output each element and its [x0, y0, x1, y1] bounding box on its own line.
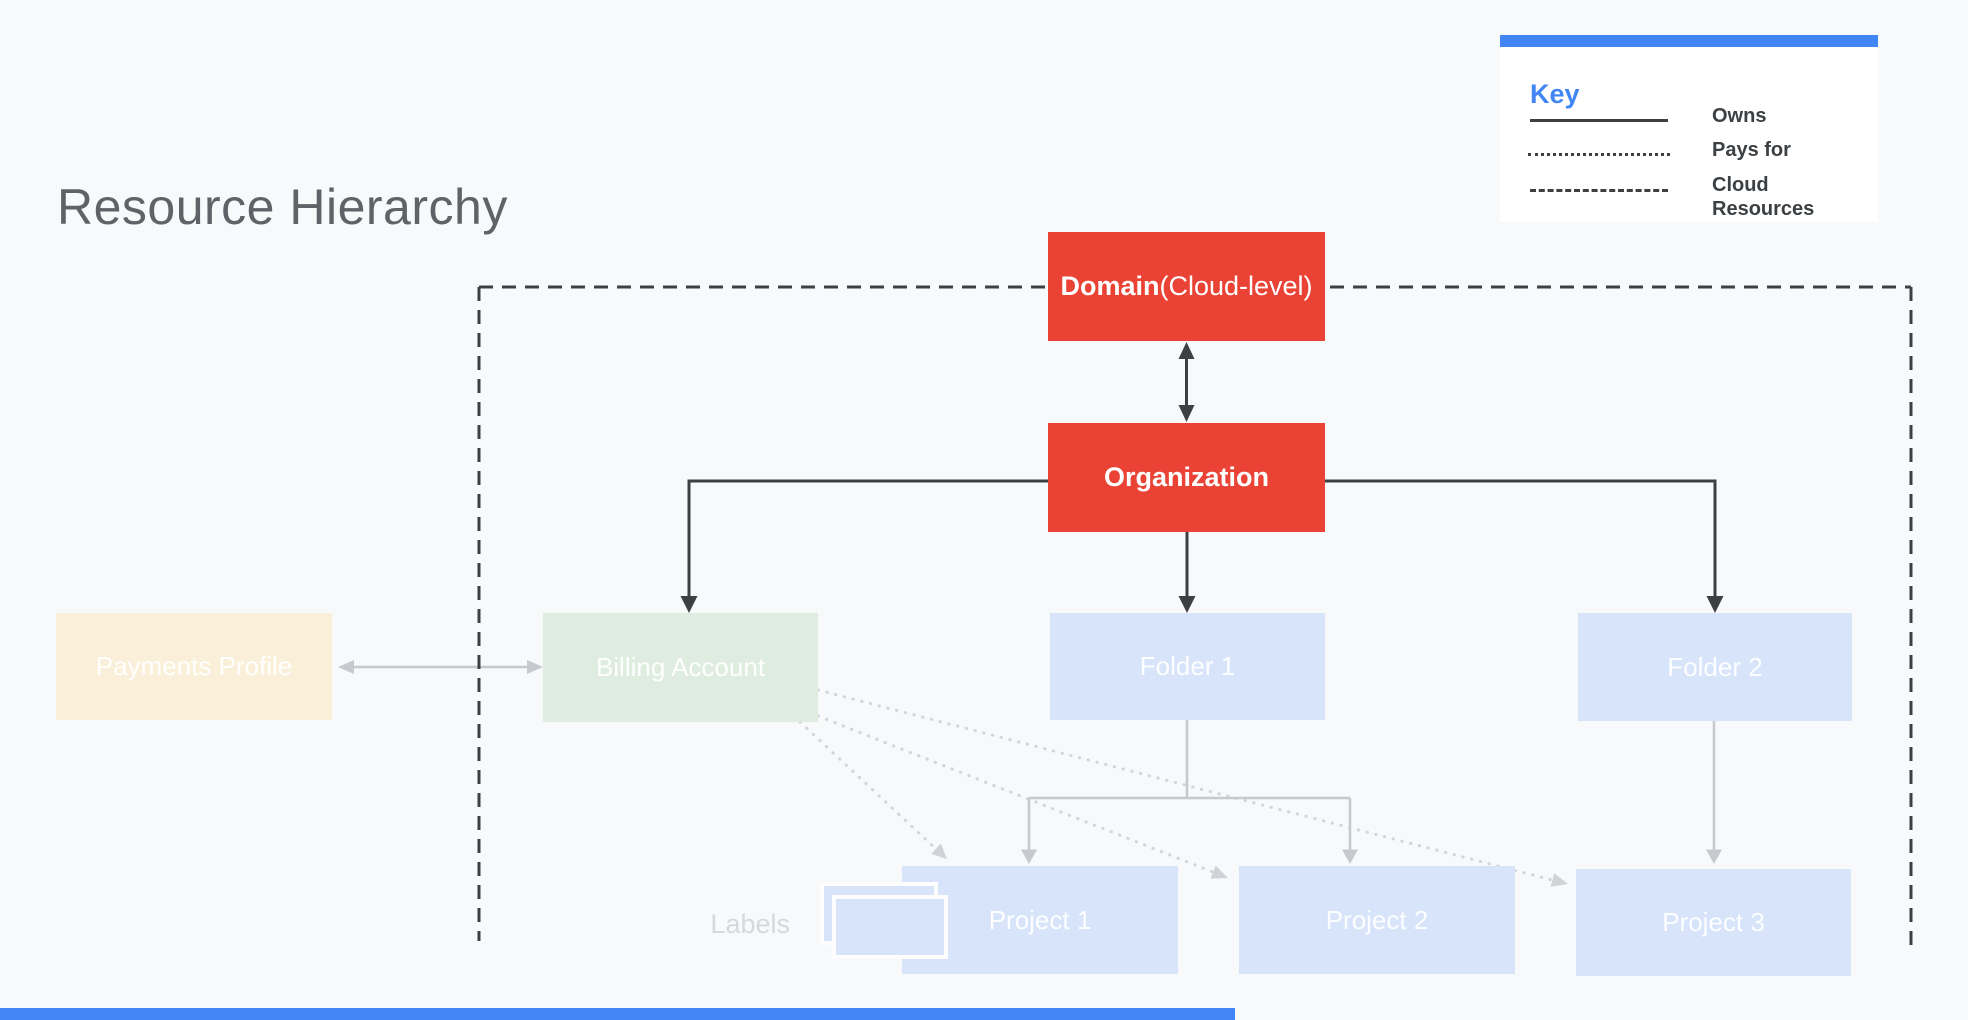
billing-account-label: Billing Account	[595, 652, 766, 682]
node-domain: Domain (Cloud-level)	[1048, 232, 1325, 341]
domain-label-suffix: (Cloud-level)	[1159, 271, 1313, 301]
node-folder-2: Folder 2	[1578, 613, 1852, 721]
solid-line-sample	[1530, 119, 1668, 122]
gray-arrowheads	[338, 660, 1722, 864]
dark-arrowheads	[680, 342, 1724, 613]
project-3-label: Project 3	[1662, 907, 1765, 937]
node-payments-profile: Payments Profile	[56, 613, 332, 720]
node-project-3: Project 3	[1576, 869, 1851, 976]
bottom-accent-bar	[0, 1008, 1235, 1020]
label-card-front	[832, 895, 948, 959]
project-1-label: Project 1	[988, 904, 1092, 935]
project-2-label: Project 2	[1325, 904, 1429, 935]
organization-label: Organization	[1103, 462, 1269, 492]
node-billing-account: Billing Account	[543, 613, 818, 722]
gray-owns-lines	[352, 665, 1716, 851]
key-accent-bar	[1500, 35, 1878, 47]
labels-caption: Labels	[710, 909, 790, 939]
key-legend: Key Owns Pays for Cloud Resources	[1500, 35, 1878, 222]
labels-stack-icon	[820, 882, 955, 964]
dashed-line-sample	[1530, 189, 1668, 192]
key-title: Key	[1530, 79, 1580, 109]
node-project-1: Project 1	[902, 866, 1178, 974]
pays-for-dotted-lines	[798, 688, 1554, 882]
key-label-cloud-resources: Cloud Resources	[1712, 174, 1815, 220]
node-folder-1: Folder 1	[1050, 613, 1325, 720]
page-title: Resource Hierarchy	[57, 179, 508, 235]
domain-label-bold: Domain	[1060, 271, 1160, 301]
key-label-owns: Owns	[1712, 105, 1767, 127]
folder-2-label: Folder 2	[1667, 651, 1763, 682]
payments-profile-label: Payments Profile	[95, 651, 293, 681]
node-organization: Organization	[1048, 423, 1325, 532]
dotted-line-sample	[1528, 153, 1670, 156]
dark-owns-lines	[687, 356, 1717, 596]
pays-for-arrowheads	[931, 843, 1568, 887]
folder-1-label: Folder 1	[1139, 651, 1236, 681]
node-project-2: Project 2	[1239, 866, 1515, 974]
key-label-pays-for: Pays for	[1712, 139, 1791, 161]
